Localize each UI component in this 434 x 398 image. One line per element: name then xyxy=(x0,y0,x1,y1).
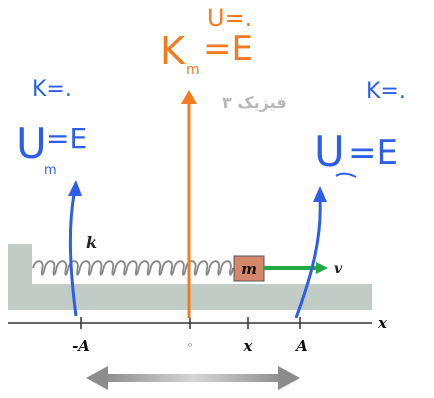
velocity-label: v xyxy=(334,261,343,277)
right-eq-text: =E xyxy=(348,133,398,173)
left-u-text: U xyxy=(16,119,47,168)
tick-label-a: A xyxy=(294,337,308,355)
left-k-text: K=. xyxy=(32,77,72,102)
wall-and-floor xyxy=(8,244,372,310)
center-eq-text: =E xyxy=(203,29,253,69)
watermark-text: فیزیک ۳ xyxy=(222,93,287,112)
left-blue-arrow xyxy=(68,180,82,317)
tick-label-neg-a: -A xyxy=(72,337,90,355)
spring-constant-label: k xyxy=(86,233,97,252)
motion-double-arrow xyxy=(86,366,300,390)
axis-ticks xyxy=(80,317,301,329)
mass-label: m xyxy=(241,260,257,278)
left-eq-text: =E xyxy=(46,122,87,155)
center-k-text: K xyxy=(160,29,186,73)
right-k-text: K=. xyxy=(366,79,406,104)
center-k-sub-text: m xyxy=(186,62,200,78)
right-u-text: U xyxy=(314,127,345,176)
spring xyxy=(32,260,234,276)
center-u-text: U=. xyxy=(207,4,252,32)
right-annotation: K=. U =E xyxy=(314,79,406,178)
mass-block xyxy=(233,255,265,282)
center-annotation: K m =E U=. xyxy=(160,4,253,78)
right-blue-arrow xyxy=(294,186,327,319)
center-orange-arrow xyxy=(181,90,197,318)
left-annotation: K=. U m =E xyxy=(16,77,87,178)
left-u-sub-text: m xyxy=(44,163,57,178)
right-u-sub-scribble xyxy=(335,172,357,178)
velocity-arrow xyxy=(264,262,328,274)
tick-label-origin: ◦ xyxy=(187,339,194,352)
x-axis-label: x xyxy=(377,314,388,332)
tick-label-x: x xyxy=(243,337,254,355)
